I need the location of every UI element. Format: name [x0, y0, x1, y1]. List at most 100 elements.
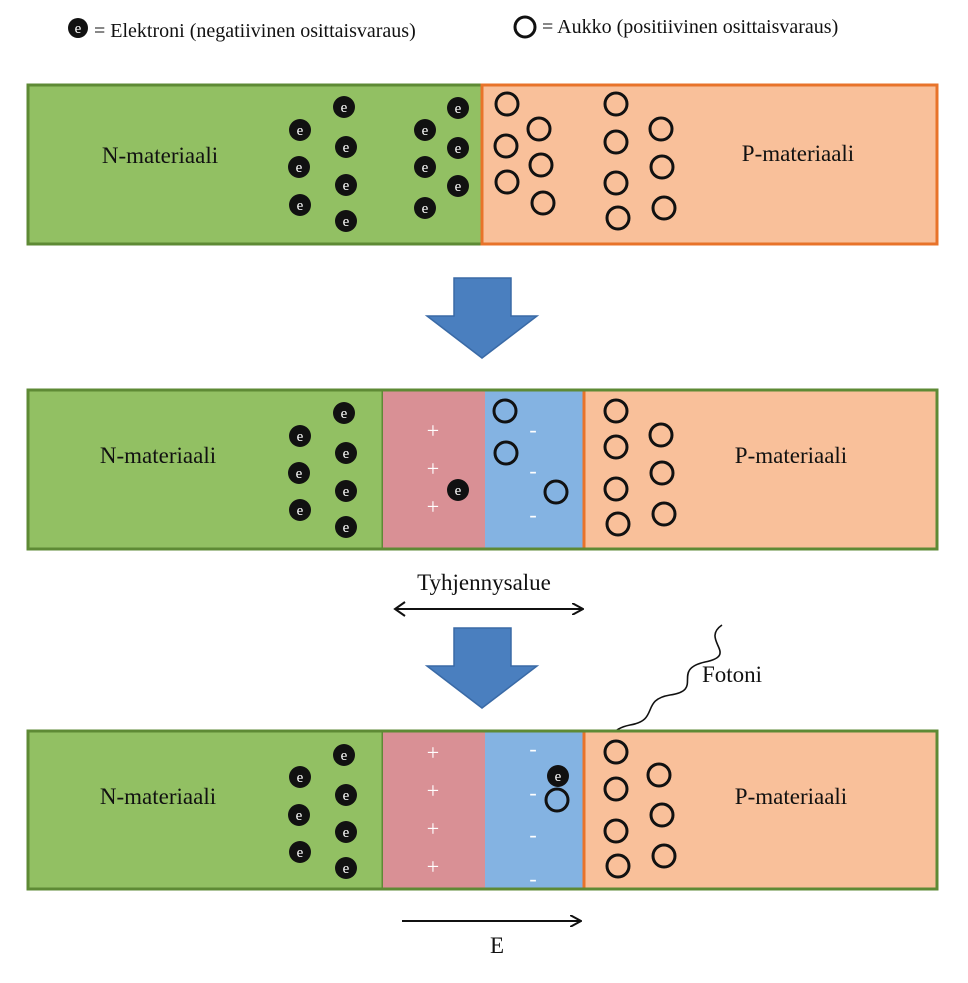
electron-symbol: e: [343, 520, 350, 536]
negative-depletion-region: [485, 731, 584, 889]
electron: [289, 499, 311, 521]
electron-symbol: e: [297, 503, 304, 519]
hole: [530, 190, 556, 216]
hole: [603, 434, 629, 460]
panel-photon-absorption: N-materiaali P-materiaali + + + + - - - …: [26, 729, 939, 891]
electron-symbol: e: [296, 160, 303, 176]
hole: [648, 116, 674, 142]
minus-sign: -: [529, 417, 536, 442]
hole: [651, 843, 677, 869]
positive-depletion-region: [383, 390, 485, 549]
legend-electron: e = Elektroni (negatiivinen osittaisvara…: [68, 18, 416, 42]
electron-symbol: e: [455, 179, 462, 195]
legend-hole: = Aukko (positiivinen osittaisvaraus): [513, 15, 838, 39]
minus-sign: -: [529, 780, 536, 805]
plus-sign: +: [427, 778, 439, 803]
electron: [335, 442, 357, 464]
hole: [603, 91, 629, 117]
electron: [335, 784, 357, 806]
electron-symbol: e: [343, 178, 350, 194]
electron: [333, 744, 355, 766]
electron-icon: [68, 18, 88, 38]
hole-group: [493, 91, 677, 231]
electron-symbol: e: [343, 446, 350, 462]
legend-electron-text: = Elektroni (negatiivinen osittaisvaraus…: [94, 20, 416, 42]
electron: [447, 175, 469, 197]
electron-symbol: e: [455, 141, 462, 157]
electron: [335, 857, 357, 879]
electron: [335, 516, 357, 538]
electron-symbol: e: [297, 123, 304, 139]
hole-group: [492, 398, 677, 537]
electron: [447, 137, 469, 159]
photon-label: Fotoni: [702, 662, 762, 687]
hole: [543, 479, 569, 505]
depletion-region-label: Tyhjennysalue: [417, 570, 551, 595]
hole: [603, 170, 629, 196]
hole: [603, 739, 629, 765]
electron-symbol: e: [343, 788, 350, 804]
plus-sign: +: [427, 456, 439, 481]
hole: [605, 511, 631, 537]
hole: [605, 853, 631, 879]
hole: [494, 91, 520, 117]
plus-sign: +: [427, 740, 439, 765]
plus-sign: +: [427, 854, 439, 879]
panel-outline: [26, 388, 939, 551]
n-region: [26, 729, 385, 891]
hole: [603, 476, 629, 502]
electron-symbol: e: [343, 214, 350, 230]
electron-symbol: e: [455, 483, 462, 499]
electron: [289, 119, 311, 141]
electron-symbol: e: [343, 861, 350, 877]
electron: [447, 479, 469, 501]
electron: [335, 480, 357, 502]
electron: [288, 462, 310, 484]
hole: [651, 195, 677, 221]
hole: [605, 205, 631, 231]
electron-symbol: e: [297, 198, 304, 214]
electron: [414, 156, 436, 178]
n-region: [26, 83, 484, 246]
electron: [414, 119, 436, 141]
electron-symbol: e: [297, 770, 304, 786]
electron: [289, 841, 311, 863]
hole: [493, 440, 519, 466]
minus-sign: -: [529, 458, 536, 483]
electron-symbol: e: [297, 429, 304, 445]
electron-symbol: e: [343, 140, 350, 156]
minus-sign: -: [529, 736, 536, 761]
electron-symbol: e: [343, 484, 350, 500]
electron-symbol: e: [343, 825, 350, 841]
hole-icon: [513, 15, 537, 39]
n-region: [26, 388, 385, 551]
hole: [603, 129, 629, 155]
hole: [493, 133, 519, 159]
hole: [526, 116, 552, 142]
hole-group: [544, 739, 677, 879]
electron-symbol: e: [297, 845, 304, 861]
p-region: [582, 729, 939, 891]
electron: [335, 136, 357, 158]
electron: [333, 402, 355, 424]
plus-sign: +: [427, 494, 439, 519]
electron-symbol: e: [455, 101, 462, 117]
electron-symbol: e: [341, 406, 348, 422]
electron: [333, 96, 355, 118]
electron: [335, 210, 357, 232]
down-arrow: [424, 627, 540, 709]
panel-depletion: N-materiaali P-materiaali + + + - - - ee…: [26, 388, 939, 551]
plus-sign: +: [427, 418, 439, 443]
electron: [289, 766, 311, 788]
n-material-label: N-materiaali: [102, 143, 218, 168]
p-region: [582, 388, 939, 551]
electron-symbol: e: [422, 123, 429, 139]
hole: [649, 802, 675, 828]
electron-symbol: e: [422, 201, 429, 217]
legend-hole-text: = Aukko (positiivinen osittaisvaraus): [542, 16, 838, 38]
electron: [414, 197, 436, 219]
